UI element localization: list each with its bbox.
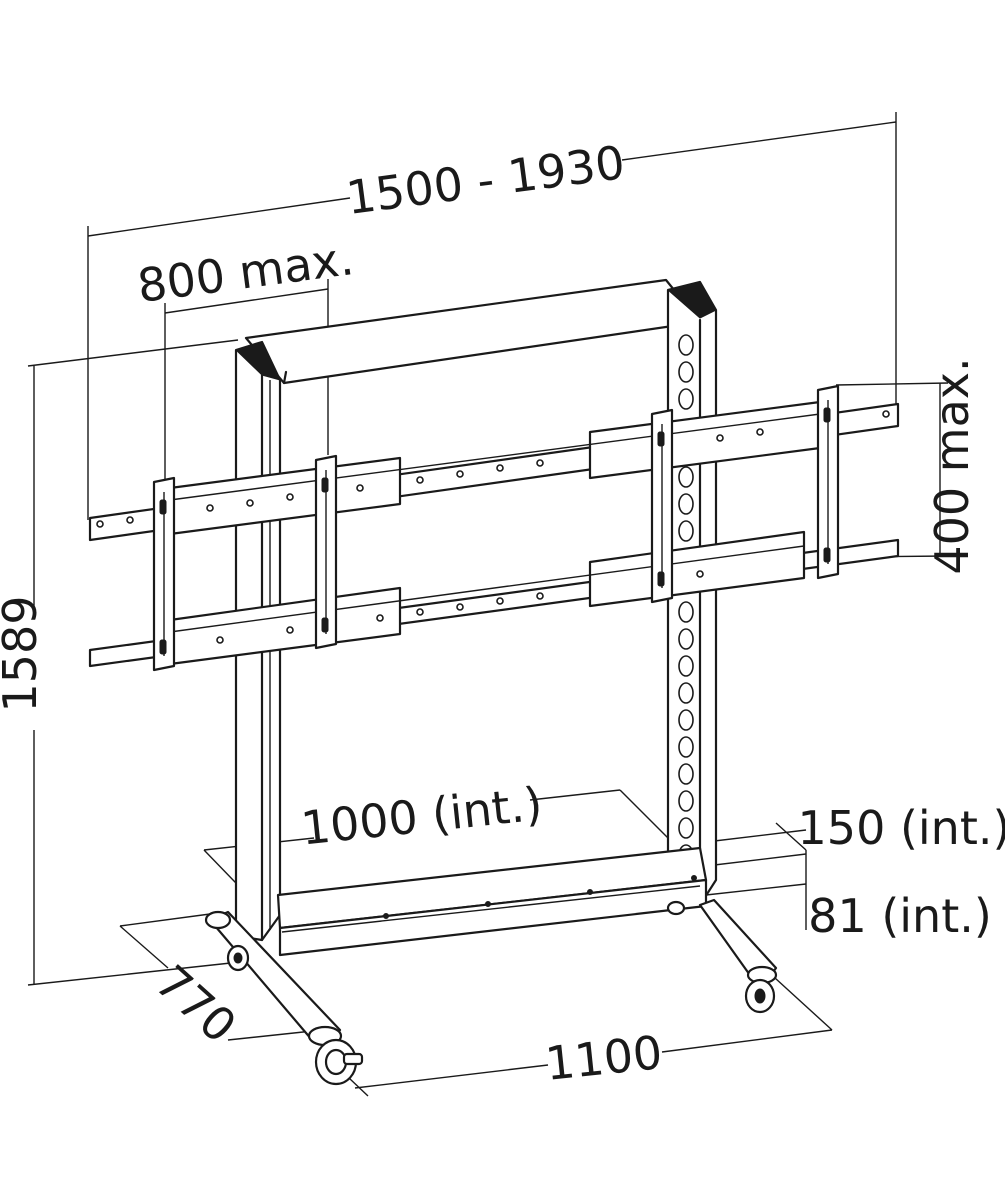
dim-base-ext-right	[774, 977, 833, 1031]
label-vesa-height: 400 max.	[925, 357, 979, 574]
bracket-3	[650, 408, 674, 604]
lower-rail-groove	[169, 545, 805, 633]
caster-left-front	[314, 1038, 364, 1086]
label-total-height: 1589	[0, 595, 47, 712]
caster-right-rear	[666, 900, 686, 916]
stand-structure	[204, 278, 778, 1086]
dim-shelf-depth-tick	[775, 822, 807, 851]
dim-shelf-top	[705, 829, 807, 843]
label-overall-width: 1500 - 1930	[343, 135, 628, 225]
dim-depth-top	[119, 913, 211, 927]
dim-base-right	[661, 1029, 833, 1053]
bracket-2	[314, 454, 338, 650]
label-shelf-height: 81 (int.)	[808, 889, 992, 943]
right-column-holes	[678, 334, 694, 866]
dim-height-bottom	[27, 961, 241, 986]
dim-shelf-mid	[705, 853, 807, 867]
dimension-lines	[27, 112, 949, 1097]
dim-int-width-right	[529, 789, 621, 801]
lower-crossbar-line	[281, 885, 701, 933]
label-base-width: 1100	[543, 1025, 665, 1091]
dimension-labels: 1500 - 1930 800 max. 400 max. 1589 1000 …	[0, 135, 1005, 1091]
dim-height-top	[27, 339, 239, 367]
label-internal-width: 1000 (int.)	[298, 777, 545, 856]
lower-rail-slider-left	[168, 586, 402, 666]
caster-right-front	[744, 978, 776, 1014]
right-column-cap	[666, 281, 717, 319]
lower-rail-slider-right	[588, 530, 806, 608]
left-column-cap	[235, 341, 281, 381]
left-foot-cap-rear	[204, 910, 232, 930]
caster-left-rear	[226, 944, 250, 972]
dim-overall-left	[87, 197, 351, 237]
label-base-depth: 770	[145, 955, 246, 1054]
dim-overall-right	[621, 121, 897, 161]
upper-rail-groove	[169, 413, 821, 501]
dim-depth-line	[119, 925, 169, 969]
bracket-4	[816, 384, 840, 580]
dim-vesa-width	[164, 288, 329, 314]
mounting-rails	[88, 384, 900, 672]
bracket-1	[152, 476, 176, 672]
top-shelf-edge	[282, 370, 288, 385]
dim-base-left	[354, 1064, 549, 1089]
dim-vesa-height-top	[835, 382, 949, 386]
dim-shelf-bottom	[705, 883, 807, 896]
label-shelf-depth: 150 (int.)	[798, 801, 1005, 855]
rail-holes	[96, 410, 890, 644]
top-shelf	[244, 278, 702, 385]
